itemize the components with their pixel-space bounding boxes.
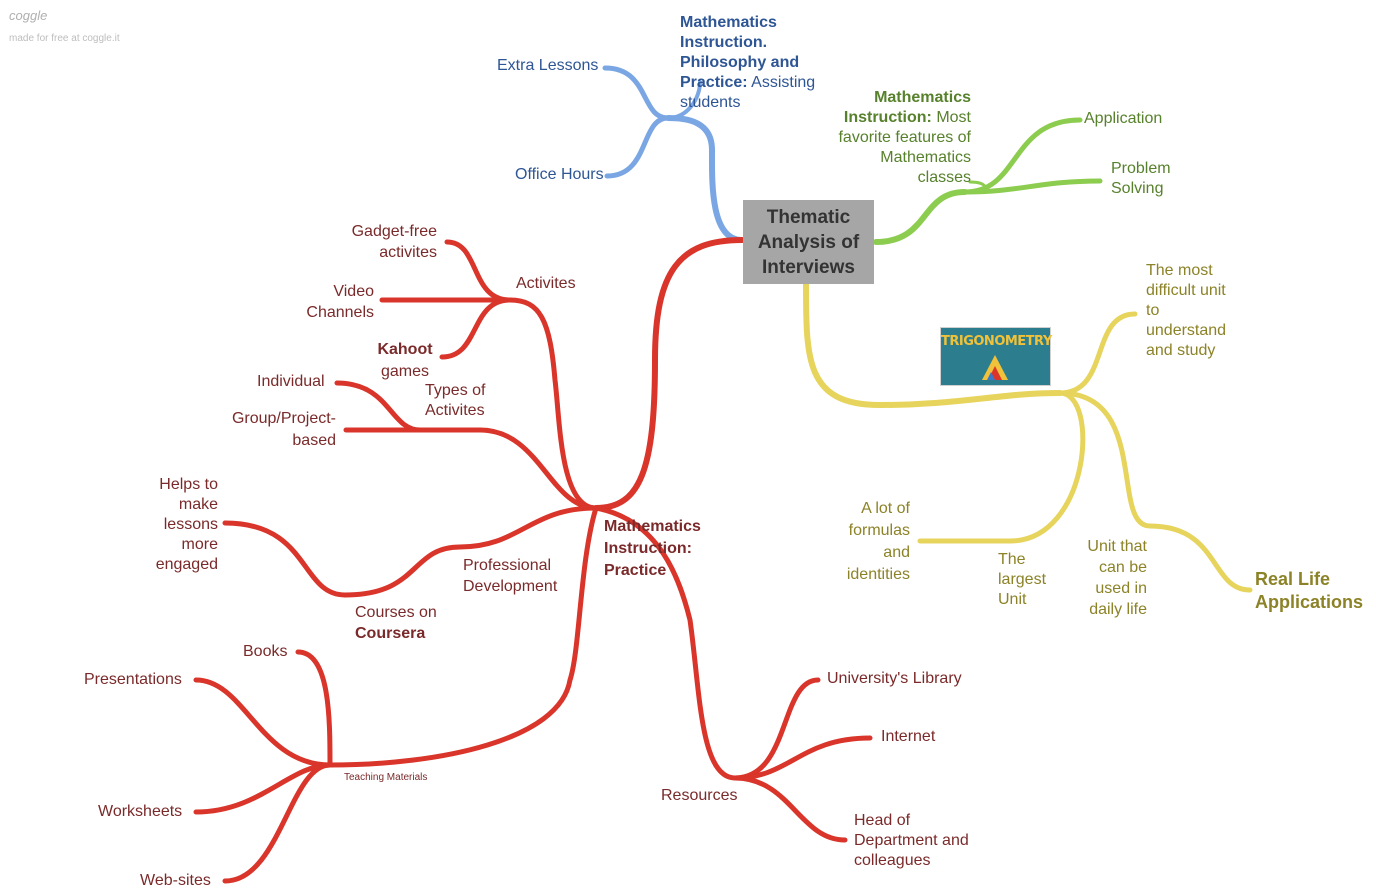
link-main-activites [507, 297, 599, 511]
link-daily [1057, 390, 1153, 529]
kahoot-node[interactable]: Kahoot games [370, 339, 440, 383]
link-individual [334, 380, 423, 433]
trigonometry-image-label: TRIGONOMETRY [941, 334, 1052, 349]
trigonometry-image: TRIGONOMETRY [940, 327, 1052, 386]
link-problem-solving [962, 178, 1103, 195]
internet-node[interactable]: Internet [881, 728, 936, 745]
link-application [962, 117, 1083, 195]
link-center-red [593, 237, 745, 511]
coggle-logo: coggle [9, 8, 48, 23]
application-node[interactable]: Application [1084, 110, 1163, 127]
resources-node[interactable]: Resources [661, 787, 738, 804]
types-of-activites-node[interactable]: Types of Activites [425, 382, 486, 419]
link-gadget [444, 239, 513, 303]
worksheets-node[interactable]: Worksheets [98, 803, 183, 820]
link-websites [222, 762, 333, 884]
video-channels-node[interactable]: Video Channels [306, 283, 374, 321]
green-main-rest: Most favorite features of Mathematics cl… [838, 109, 971, 186]
link-presentations [193, 677, 333, 768]
real-life-applications-node[interactable]: Real Life Applications [1255, 569, 1364, 612]
individual-node[interactable]: Individual [257, 373, 325, 390]
link-books [295, 649, 333, 768]
link-blue-main [666, 80, 702, 120]
link-main-types [417, 427, 599, 511]
coggle-tagline: made for free at coggle.it [9, 33, 120, 44]
university-library-node[interactable]: University's Library [827, 670, 962, 687]
courses-node[interactable]: Courses on Coursera [355, 602, 445, 644]
presentations-node[interactable]: Presentations [84, 671, 182, 688]
link-real-life [1147, 523, 1253, 593]
courses-bold: Coursera [355, 625, 426, 642]
link-main-resources [593, 505, 738, 781]
books-node[interactable]: Books [243, 643, 288, 660]
problem-solving-node[interactable]: Problem Solving [1111, 160, 1171, 197]
blue-main-node[interactable]: Mathematics Instruction. Philosophy and … [680, 13, 820, 113]
group-project-node[interactable]: Group/Project-based [231, 410, 336, 449]
websites-node[interactable]: Web-sites [140, 872, 211, 889]
link-main-teaching [327, 505, 599, 768]
courses-pre: Courses on [355, 604, 437, 621]
link-helps [222, 520, 348, 598]
link-extra-lessons [602, 65, 671, 121]
kahoot-bold: Kahoot [377, 341, 433, 358]
green-main-node[interactable]: Mathematics Instruction: Most favorite f… [836, 88, 971, 188]
link-center-yellow [803, 281, 1063, 409]
triangle-icon [982, 355, 1008, 380]
link-internet [732, 735, 873, 781]
central-topic[interactable]: Thematic Analysis of Interviews [743, 200, 874, 284]
practice-main-node[interactable]: Mathematics Instruction: Practice [604, 518, 701, 579]
kahoot-rest: games [380, 363, 430, 380]
formulas-node[interactable]: A lot of formulas and identities [846, 500, 910, 583]
link-head [732, 775, 848, 843]
largest-unit-node[interactable]: The largest Unit [998, 551, 1047, 608]
link-courses [342, 544, 463, 598]
link-difficult [1057, 311, 1138, 396]
link-kahoot [439, 297, 513, 360]
teaching-materials-node[interactable]: Teaching Materials [344, 772, 428, 783]
link-library [732, 677, 821, 781]
blue-main-rest: Assisting students [680, 74, 816, 111]
link-main-prof [457, 505, 599, 550]
office-hours-node[interactable]: Office Hours [515, 166, 604, 183]
link-center-green [873, 189, 968, 245]
link-largest [1007, 390, 1086, 544]
head-of-department-node[interactable]: Head of Department and colleagues [854, 812, 969, 869]
professional-development-node[interactable]: Professional Development [463, 557, 558, 595]
blue-main-bold: Mathematics Instruction. Philosophy and … [680, 14, 800, 91]
helps-node[interactable]: Helps to make lessons more engaged [155, 476, 218, 573]
link-center-blue [665, 115, 745, 243]
link-worksheets [193, 762, 333, 815]
gadget-free-node[interactable]: Gadget-free activites [351, 223, 437, 261]
activites-node[interactable]: Activites [516, 275, 576, 292]
green-main-bold: Mathematics Instruction: [843, 89, 971, 126]
extra-lessons-node[interactable]: Extra Lessons [497, 57, 599, 74]
link-office-hours [604, 115, 671, 179]
daily-life-node[interactable]: Unit that can be used in daily life [1087, 538, 1147, 618]
difficult-unit-node[interactable]: The most difficult unit to understand an… [1146, 262, 1227, 359]
